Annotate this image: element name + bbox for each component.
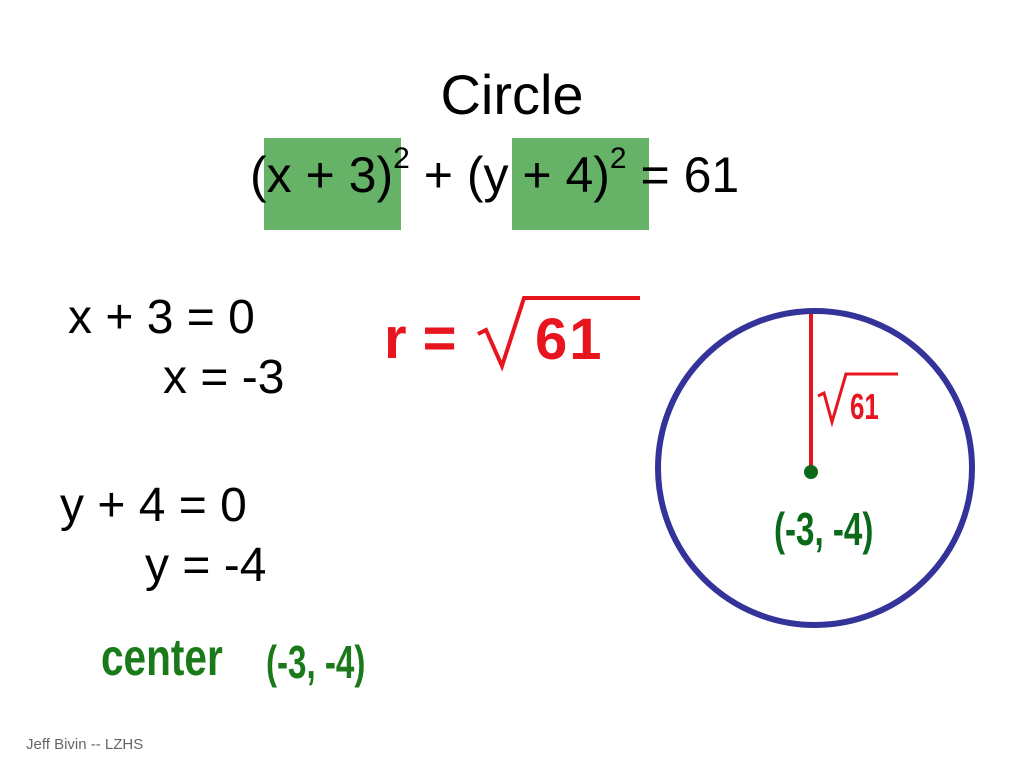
- page-title: Circle: [440, 63, 584, 126]
- equation-rhs: = 61: [640, 147, 740, 203]
- circle-equation: (x + 3)2 + (y + 4)2 = 61: [250, 142, 740, 203]
- x-term: x + 3: [266, 147, 377, 203]
- diagram-radical-icon: [817, 372, 898, 428]
- circle-outline: [655, 308, 975, 628]
- y-equation: y + 4 = 0: [60, 479, 247, 532]
- radius-label: r =: [384, 306, 457, 371]
- footer-credit: Jeff Bivin -- LZHS: [26, 736, 144, 753]
- point-label: (-3, -4): [774, 503, 874, 555]
- y-solution: y = -4: [145, 539, 267, 592]
- x-term-highlight: [264, 138, 401, 230]
- radius-value: 61: [535, 307, 604, 372]
- plus-sign: +: [423, 147, 453, 203]
- center-label: center: [101, 629, 223, 687]
- y-exponent: 2: [609, 142, 627, 176]
- y-term-highlight: [512, 138, 649, 230]
- x-solution: x = -3: [163, 351, 285, 404]
- radical-icon: [477, 296, 640, 372]
- x-equation: x + 3 = 0: [68, 291, 255, 344]
- center-point: [804, 465, 818, 479]
- circle-diagram: 61: [655, 308, 975, 628]
- diagram-radius-value: 61: [850, 387, 879, 427]
- x-exponent: 2: [393, 142, 410, 176]
- y-term: y + 4: [483, 147, 594, 203]
- center-value: (-3, -4): [266, 636, 366, 688]
